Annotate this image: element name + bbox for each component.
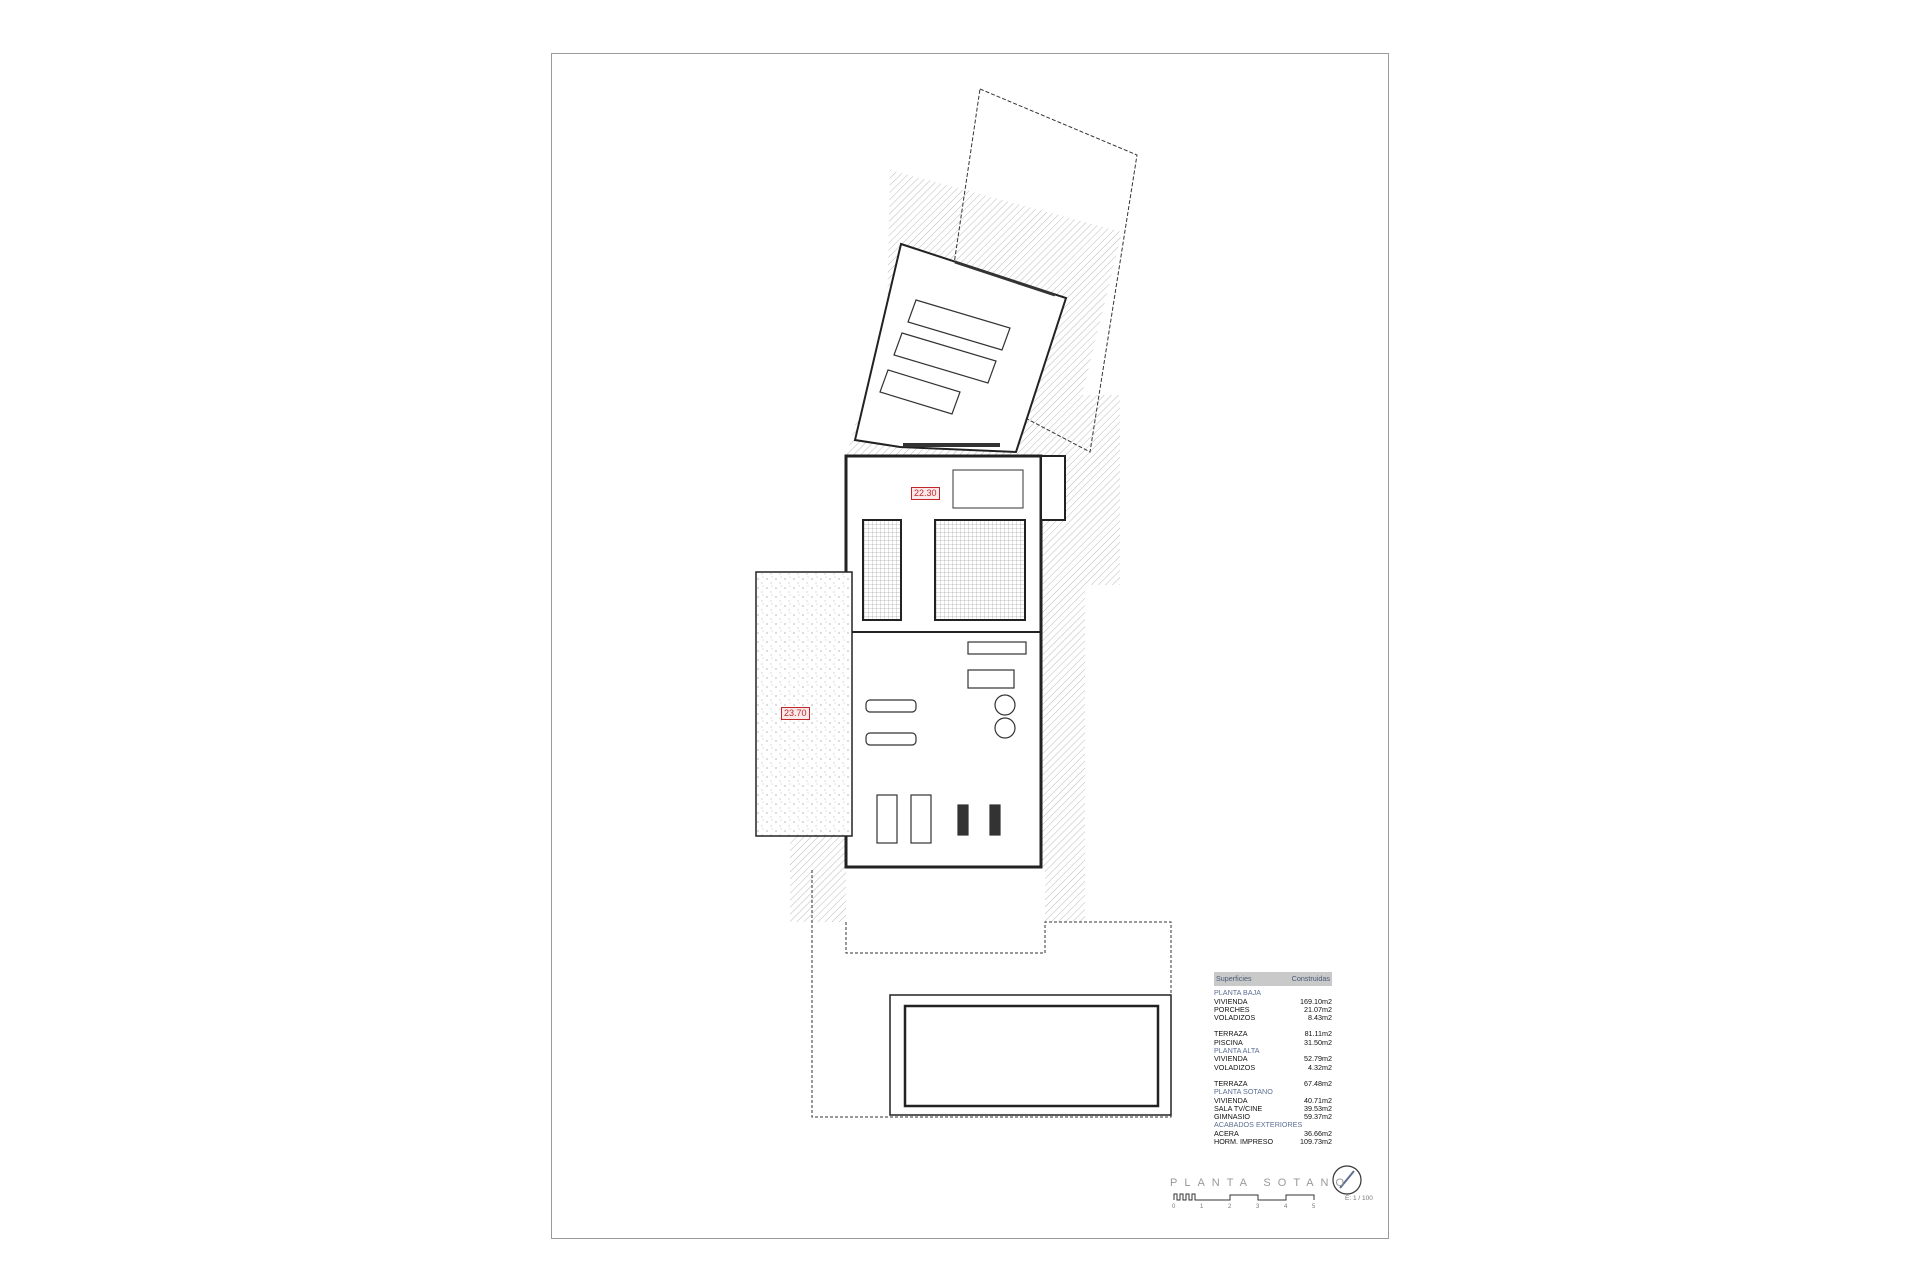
header-surfaces: Superficies: [1216, 974, 1252, 983]
section-title: PLANTA BAJA: [1214, 988, 1262, 998]
scale-tick: 4: [1284, 1204, 1288, 1210]
table-row: TERRAZA 81.11m2: [1214, 1029, 1332, 1039]
scale-tick: 5: [1312, 1204, 1316, 1210]
pool: [889, 994, 1172, 1116]
table-row: VOLADIZOS 8.43m2: [1214, 1013, 1332, 1023]
area-label-garage: 22.30: [911, 487, 940, 500]
scale-label: E: 1 / 100: [1345, 1195, 1373, 1202]
table-row: PORCHES 21.07m2: [1214, 1004, 1332, 1014]
drawing-sheet: [551, 53, 1389, 1239]
row-label: VIVIENDA: [1214, 1054, 1248, 1064]
basement-walls: [844, 443, 1066, 869]
scale-tick: 0: [1172, 1204, 1176, 1210]
row-label: ACERA: [1214, 1128, 1239, 1138]
header-built: Construidas: [1291, 974, 1330, 983]
row-label: PISCINA: [1214, 1037, 1243, 1047]
row-value: 31.50m2: [1304, 1037, 1332, 1047]
row-value: 39.53m2: [1304, 1103, 1332, 1113]
scale-tick: 3: [1256, 1204, 1260, 1210]
row-value: 4.32m2: [1308, 1062, 1332, 1072]
plot-outline: [811, 870, 1172, 1118]
row-value: 109.73m2: [1300, 1137, 1332, 1147]
row-value: 52.79m2: [1304, 1054, 1332, 1064]
row-label: HORM. IMPRESO: [1214, 1137, 1274, 1147]
row-value: 36.66m2: [1304, 1128, 1332, 1138]
plan-title: PLANTA SOTANO: [1170, 1177, 1352, 1189]
row-value: 21.07m2: [1304, 1004, 1332, 1014]
table-row: GIMNASIO 59.37m2: [1214, 1112, 1332, 1122]
section-title: PLANTA ALTA: [1214, 1046, 1260, 1056]
garage: [853, 242, 1068, 454]
table-row: VOLADIZOS 4.32m2: [1214, 1062, 1332, 1072]
row-label: SALA TV/CINE: [1214, 1103, 1263, 1113]
table-row: TERRAZA 67.48m2: [1214, 1078, 1332, 1088]
row-label: VIVIENDA: [1214, 1095, 1248, 1105]
row-label: TERRAZA: [1214, 1029, 1248, 1039]
scale-tick: 2: [1228, 1204, 1232, 1210]
table-row: ACERA 36.66m2: [1214, 1128, 1332, 1138]
row-label: VIVIENDA: [1214, 996, 1248, 1006]
table-row: SALA TV/CINE 39.53m2: [1214, 1103, 1332, 1113]
table-header: Superficies Construidas: [1214, 972, 1332, 987]
row-label: TERRAZA: [1214, 1078, 1248, 1088]
table-row: VIVIENDA 40.71m2: [1214, 1095, 1332, 1105]
row-label: GIMNASIO: [1214, 1112, 1250, 1122]
section-title: PLANTA SOTANO: [1214, 1087, 1273, 1097]
table-row: PISCINA 31.50m2: [1214, 1037, 1332, 1047]
row-label: VOLADIZOS: [1214, 1013, 1256, 1023]
row-value: 81.11m2: [1304, 1029, 1332, 1039]
scale-tick: 1: [1200, 1204, 1204, 1210]
row-value: 67.48m2: [1304, 1078, 1332, 1088]
row-label: PORCHES: [1214, 1004, 1250, 1014]
scale-bar: [1173, 1193, 1315, 1201]
row-value: 169.10m2: [1300, 996, 1332, 1006]
table-row: VIVIENDA 52.79m2: [1214, 1054, 1332, 1064]
table-row: HORM. IMPRESO 109.73m2: [1214, 1137, 1332, 1147]
row-value: 40.71m2: [1304, 1095, 1332, 1105]
terrace: [755, 571, 853, 837]
table-row: VIVIENDA 169.10m2: [1214, 996, 1332, 1006]
north-arrow-icon: [1332, 1165, 1362, 1195]
row-label: VOLADIZOS: [1214, 1062, 1256, 1072]
row-value: 8.43m2: [1308, 1013, 1332, 1023]
section-title: ACABADOS EXTERIORES: [1214, 1120, 1303, 1130]
gym-equipment: [865, 641, 1027, 844]
row-value: 59.37m2: [1304, 1112, 1332, 1122]
area-label-terrace: 23.70: [781, 707, 810, 720]
